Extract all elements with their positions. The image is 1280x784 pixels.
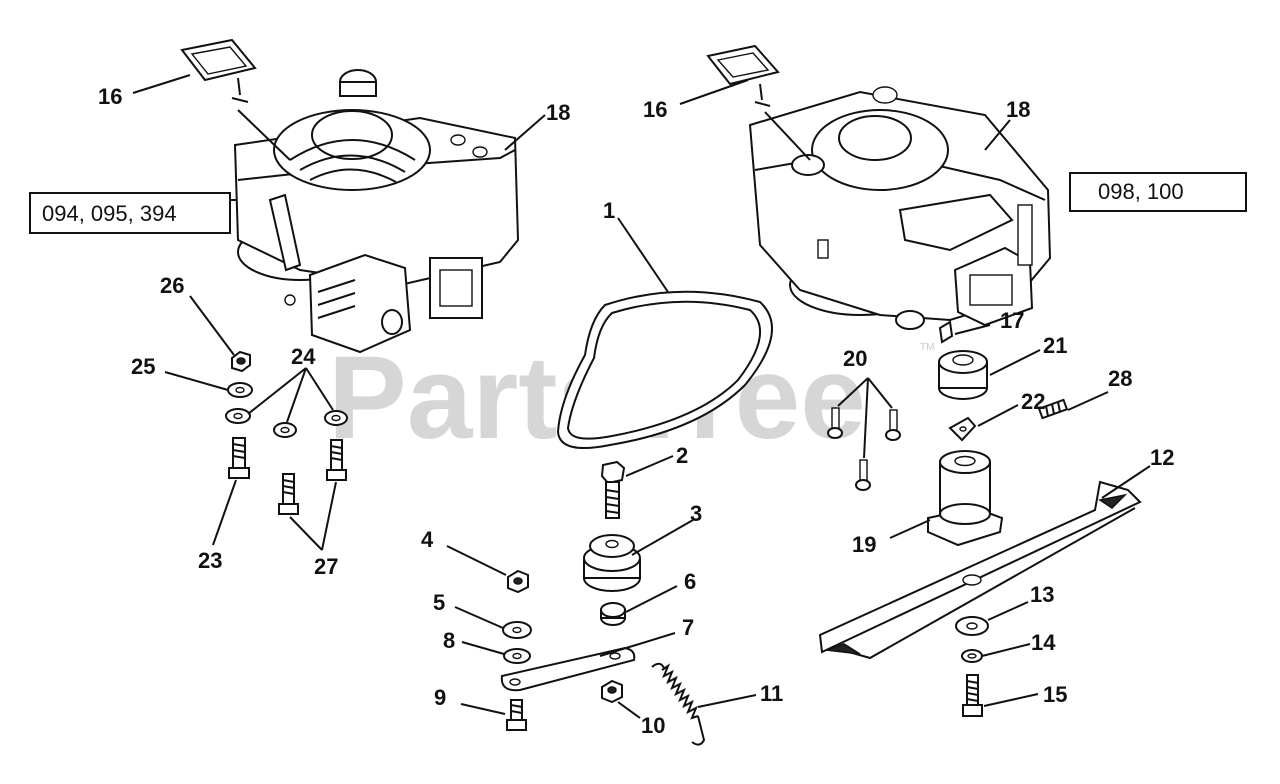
callout-21: 21: [1043, 333, 1067, 358]
screw-20a[interactable]: [827, 407, 843, 439]
washer-5[interactable]: [502, 621, 532, 639]
left-engine[interactable]: [233, 69, 520, 354]
right-dipstick-grip: [716, 52, 770, 78]
callout-6: 6: [684, 569, 696, 594]
lock-washer-24b[interactable]: [273, 422, 297, 438]
right-dipstick[interactable]: [706, 44, 811, 161]
callout-20: 20: [843, 346, 867, 371]
bolt-9[interactable]: [506, 699, 527, 731]
callout-3: 3: [690, 501, 702, 526]
left-engine-filter-cover: [439, 269, 473, 307]
callout-24: 24: [291, 344, 316, 369]
washer-8[interactable]: [503, 648, 531, 664]
right-engine-top-panel: [898, 193, 1014, 252]
lock-washer-14[interactable]: [961, 649, 983, 663]
callout-28: 28: [1108, 366, 1132, 391]
belt-1[interactable]: [556, 290, 773, 449]
pulley-adapter-21[interactable]: [938, 350, 988, 400]
washer-22[interactable]: [948, 416, 977, 442]
callout-15: 15: [1043, 682, 1067, 707]
idler-pulley-3[interactable]: [583, 534, 641, 592]
callout-labels: 16 18 26 25 24 23 27 1 2 3 4 5 6 7 8 9 1…: [98, 84, 1174, 738]
blade-adapter-19[interactable]: [927, 450, 1004, 547]
spring-11[interactable]: [651, 662, 706, 746]
callout-19: 19: [852, 532, 876, 557]
callout-25: 25: [131, 354, 155, 379]
bolt-15[interactable]: [962, 674, 983, 717]
left-engine-recoil-cover: [311, 110, 393, 160]
right-engine[interactable]: [748, 86, 1052, 330]
callout-27: 27: [314, 554, 338, 579]
right-engine-oil-cap: [872, 86, 898, 104]
callout-11: 11: [760, 681, 783, 706]
callout-13: 13: [1030, 582, 1054, 607]
callout-5: 5: [433, 590, 445, 615]
idler-arm-7[interactable]: [500, 646, 636, 692]
bolt-23[interactable]: [228, 437, 250, 479]
lock-washer-24c[interactable]: [324, 410, 348, 426]
washer-25[interactable]: [227, 382, 253, 398]
spacer-6[interactable]: [600, 602, 626, 626]
lock-washer-24a[interactable]: [225, 408, 251, 424]
right-dipstick-tube: [754, 83, 811, 161]
callout-18: 18: [546, 100, 570, 125]
screw-20b[interactable]: [885, 409, 901, 441]
left-engine-control-lever: [268, 193, 302, 272]
right-engine-muffler-guard: [969, 274, 1013, 306]
left-dipstick-tube: [231, 77, 291, 161]
callout-26: 26: [160, 273, 184, 298]
nut-4[interactable]: [507, 569, 529, 594]
screw-20c[interactable]: [855, 459, 871, 491]
callout-16: 16: [98, 84, 122, 109]
callout-14: 14: [1031, 630, 1056, 655]
left-dipstick[interactable]: [180, 38, 291, 161]
left-engine-fuel-neck: [339, 81, 377, 97]
callout-10: 10: [641, 713, 665, 738]
callout-7: 7: [682, 615, 694, 640]
key-17[interactable]: [938, 320, 954, 344]
hex-nut-26[interactable]: [231, 350, 251, 373]
callout-22: 22: [1021, 389, 1045, 414]
callout-12: 12: [1150, 445, 1174, 470]
nut-10[interactable]: [601, 679, 623, 704]
left-dipstick-grip: [190, 46, 248, 75]
right-model-box-text: 098, 100: [1098, 179, 1184, 204]
washer-13[interactable]: [955, 616, 989, 636]
callout-17: 17: [1000, 308, 1024, 333]
callout-16-right: 16: [643, 97, 667, 122]
callout-4: 4: [421, 527, 434, 552]
right-engine-shaft: [895, 310, 925, 330]
bolt-2[interactable]: [600, 460, 626, 519]
right-engine-control-bracket: [1017, 204, 1033, 266]
left-model-box: 094, 095, 394: [29, 192, 231, 234]
left-engine-muffler-fins: [317, 279, 356, 319]
callout-23: 23: [198, 548, 222, 573]
left-engine-bolt-head: [450, 134, 466, 146]
right-model-box: 098, 100: [1069, 172, 1247, 212]
callout-8: 8: [443, 628, 455, 653]
right-engine-recoil-cover: [838, 115, 912, 161]
set-screw-28[interactable]: [1037, 398, 1069, 420]
callout-2: 2: [676, 443, 688, 468]
left-model-box-text: 094, 095, 394: [42, 201, 177, 226]
callout-18-right: 18: [1006, 97, 1030, 122]
callout-1: 1: [603, 198, 615, 223]
left-engine-fastener: [284, 294, 296, 306]
right-engine-fuel-cap: [791, 154, 825, 176]
left-engine-bolt-head: [472, 146, 488, 158]
leader-lines: [132, 74, 1151, 719]
right-engine-tag: [817, 239, 829, 259]
bolt-27b[interactable]: [326, 439, 347, 481]
callout-9: 9: [434, 685, 446, 710]
left-engine-exhaust-outlet: [381, 309, 403, 335]
watermark-trademark: TM: [920, 342, 934, 353]
bolt-27a[interactable]: [278, 473, 299, 515]
blade-12[interactable]: [818, 480, 1142, 660]
left-engine-cover-ribs: [289, 139, 416, 183]
